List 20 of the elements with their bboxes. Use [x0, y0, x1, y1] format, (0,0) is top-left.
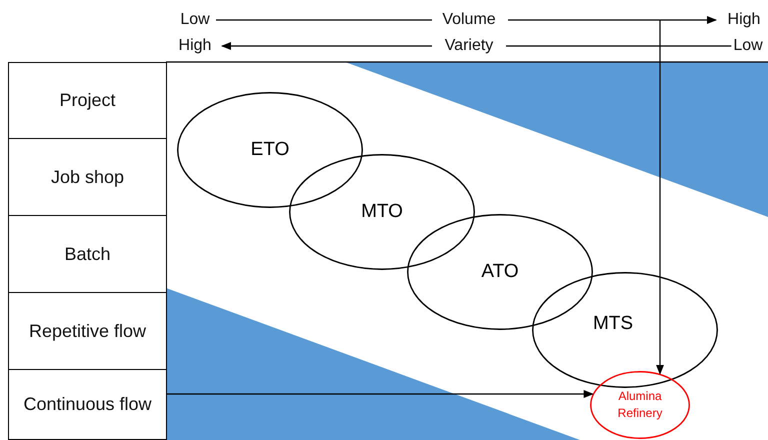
node-label: Alumina Refinery — [616, 388, 664, 422]
ellipse-node — [532, 272, 718, 388]
row-label-box: Continuous flow — [8, 369, 167, 440]
row-label-box: Job shop — [8, 138, 167, 216]
axis-label: High — [176, 37, 214, 55]
row-label-box: Batch — [8, 215, 167, 293]
ellipse-node — [590, 371, 690, 439]
node-label: ETO — [250, 139, 290, 161]
arrow — [167, 390, 594, 398]
row-label-box: Project — [8, 62, 167, 139]
node-label: MTS — [592, 313, 634, 335]
ellipse-node — [407, 214, 593, 330]
node-label: MTO — [361, 201, 403, 223]
row-label-box: Repetitive flow — [8, 292, 167, 370]
node-label: ATO — [481, 261, 519, 283]
axis-label: High — [726, 11, 762, 29]
arrow — [656, 20, 664, 375]
axis-label: Variety — [442, 37, 496, 55]
ellipse-node — [177, 92, 363, 208]
ellipse-node — [289, 154, 475, 270]
